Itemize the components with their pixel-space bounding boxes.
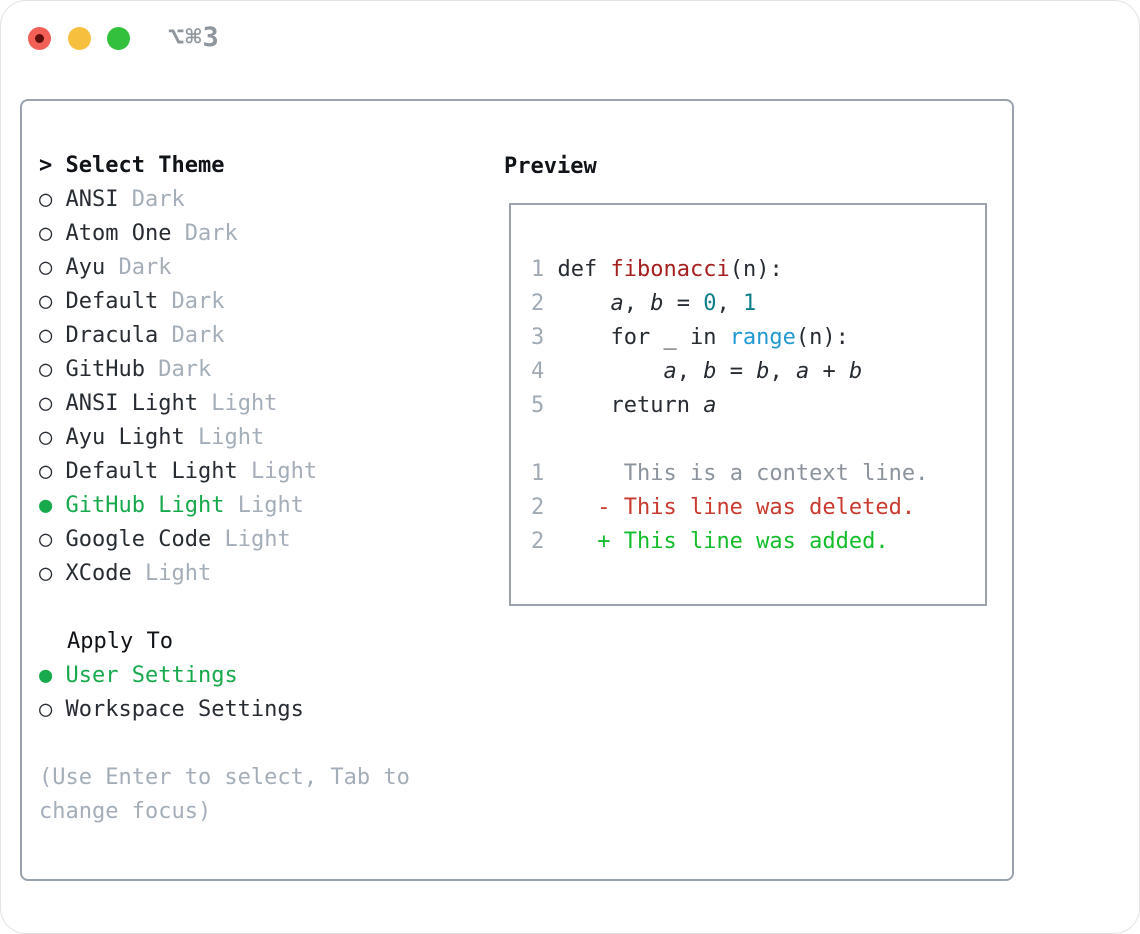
hint-line: change focus): [39, 799, 212, 824]
apply-to-option[interactable]: ○ Workspace Settings: [39, 693, 304, 727]
option-tag: Light: [237, 493, 304, 518]
theme-option[interactable]: ○ GitHub Dark: [39, 353, 317, 387]
radio-unselected-icon: ○: [39, 697, 53, 722]
option-label: XCode: [65, 561, 132, 586]
apply-to-option[interactable]: ● User Settings: [39, 659, 304, 693]
theme-option[interactable]: ○ Default Dark: [39, 285, 317, 319]
apply-to-title: Apply To: [67, 629, 173, 654]
option-label: ANSI Light: [65, 391, 198, 416]
theme-option[interactable]: ○ XCode Light: [39, 557, 317, 591]
option-tag: Dark: [184, 221, 238, 246]
theme-option[interactable]: ○ Google Code Light: [39, 523, 317, 557]
radio-unselected-icon: ○: [39, 221, 53, 246]
radio-selected-icon: ●: [39, 493, 53, 518]
option-tag: Dark: [158, 357, 212, 382]
preview-line: 2 - This line was deleted.: [531, 495, 916, 520]
preview-line: 1 def fibonacci(n):: [531, 257, 783, 282]
zoom-button-icon[interactable]: [107, 27, 130, 50]
radio-unselected-icon: ○: [39, 357, 53, 382]
hint-text: (Use Enter to select, Tab to change focus…: [39, 761, 410, 829]
radio-selected-icon: ●: [39, 663, 53, 688]
preview-box: 1 def fibonacci(n): 2 a, b = 0, 1 3 for _ …: [509, 203, 987, 606]
option-label: User Settings: [65, 663, 238, 688]
radio-unselected-icon: ○: [39, 561, 53, 586]
option-tag: Dark: [118, 255, 172, 280]
theme-option[interactable]: ○ ANSI Light Light: [39, 387, 317, 421]
preview-line: 2 + This line was added.: [531, 529, 889, 554]
preview-line: [531, 423, 928, 457]
option-label: GitHub: [65, 357, 145, 382]
radio-unselected-icon: ○: [39, 459, 53, 484]
theme-option[interactable]: ○ Atom One Dark: [39, 217, 317, 251]
preview-line: 3 for _ in range(n):: [531, 325, 849, 350]
radio-unselected-icon: ○: [39, 527, 53, 552]
option-tag: Light: [224, 527, 291, 552]
window-shortcut-label: ⌥⌘3: [168, 22, 220, 53]
preview-line: 4 a, b = b, a + b: [531, 359, 863, 384]
theme-list: > Select Theme ○ ANSI Dark○ Atom One Dar…: [39, 149, 317, 591]
theme-option[interactable]: ○ Ayu Dark: [39, 251, 317, 285]
radio-unselected-icon: ○: [39, 255, 53, 280]
option-label: Atom One: [65, 221, 172, 246]
option-tag: Light: [197, 425, 265, 450]
hint-line: (Use Enter to select, Tab to: [39, 765, 410, 790]
option-label: Default: [65, 289, 159, 314]
radio-unselected-icon: ○: [39, 425, 53, 450]
radio-unselected-icon: ○: [39, 289, 53, 314]
select-theme-title-text: Select Theme: [65, 153, 225, 178]
theme-option[interactable]: ○ Dracula Dark: [39, 319, 317, 353]
option-tag: Light: [211, 391, 278, 416]
option-label: Ayu Light: [65, 425, 185, 450]
option-label: Google Code: [65, 527, 212, 552]
option-label: Dracula: [65, 323, 159, 348]
prompt-icon: >: [39, 153, 66, 178]
minimize-button-icon[interactable]: [68, 27, 91, 50]
option-tag: Dark: [171, 289, 225, 314]
option-label: Ayu: [65, 255, 106, 280]
radio-unselected-icon: ○: [39, 187, 53, 212]
option-label: ANSI: [65, 187, 119, 212]
option-tag: Dark: [171, 323, 225, 348]
theme-option[interactable]: ○ Ayu Light Light: [39, 421, 317, 455]
select-theme-title: > Select Theme: [39, 149, 317, 183]
option-label: Default Light: [65, 459, 238, 484]
preview-line: 5 return a: [531, 393, 717, 418]
close-button-icon[interactable]: [28, 27, 51, 50]
option-tag: Dark: [131, 187, 185, 212]
option-tag: Light: [144, 561, 212, 586]
preview-line: 1 This is a context line.: [531, 461, 929, 486]
option-tag: Light: [250, 459, 318, 484]
radio-unselected-icon: ○: [39, 391, 53, 416]
option-label: Workspace Settings: [65, 697, 304, 722]
apply-to-section: Apply To ● User Settings○ Workspace Sett…: [39, 625, 304, 727]
preview-title: Preview: [504, 154, 597, 179]
theme-option[interactable]: ○ Default Light Light: [39, 455, 317, 489]
option-label: GitHub Light: [65, 493, 225, 518]
preview-code: 1 def fibonacci(n): 2 a, b = 0, 1 3 for _ …: [531, 253, 928, 559]
theme-option[interactable]: ○ ANSI Dark: [39, 183, 317, 217]
radio-unselected-icon: ○: [39, 323, 53, 348]
preview-line: 2 a, b = 0, 1: [531, 291, 757, 316]
theme-option[interactable]: ● GitHub Light Light: [39, 489, 317, 523]
